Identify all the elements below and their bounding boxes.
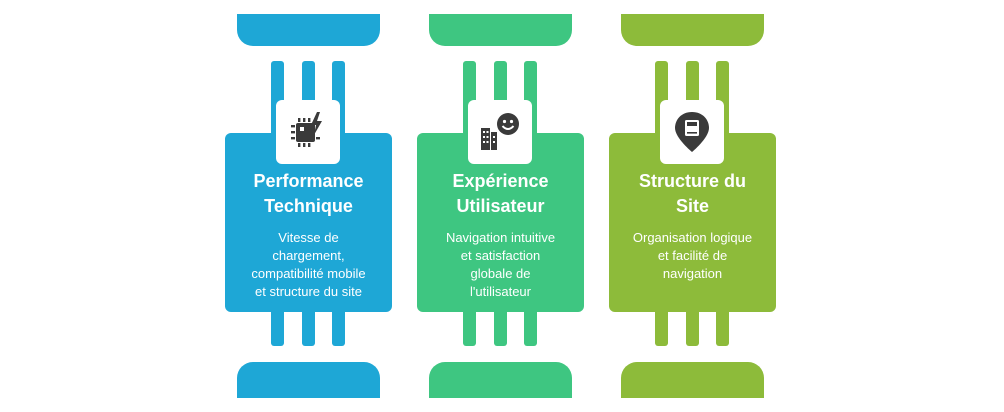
card-title-line: Expérience bbox=[452, 171, 549, 191]
card-desc-line: et structure du site bbox=[255, 284, 362, 299]
connector-bar bbox=[494, 300, 507, 346]
map-pin-book-icon bbox=[675, 112, 709, 152]
connector-bar bbox=[686, 300, 699, 346]
top-cap bbox=[237, 14, 380, 46]
card-desc-line: Organisation logique bbox=[632, 230, 753, 245]
card-title: Structure du Site bbox=[615, 169, 770, 219]
connector-bar bbox=[524, 300, 537, 346]
card-description: Vitesse de chargement, compatibilité mob… bbox=[235, 229, 382, 301]
top-cap bbox=[429, 14, 572, 46]
pillar-structure: Structure du Site Organisation logique e… bbox=[609, 0, 776, 412]
icon-box bbox=[468, 100, 532, 164]
card-title-line: Technique bbox=[264, 196, 353, 216]
card-title-line: Performance bbox=[253, 171, 364, 191]
card-description: Navigation intuitive et satisfaction glo… bbox=[427, 229, 574, 301]
connector-bar bbox=[271, 300, 284, 346]
card-title-line: Site bbox=[675, 196, 709, 216]
card-description: Organisation logique et facilité de navi… bbox=[619, 229, 766, 283]
connector-bar bbox=[332, 300, 345, 346]
bottom-cap bbox=[429, 362, 572, 398]
card-desc-line: compatibilité mobile bbox=[251, 266, 366, 281]
card-desc-line: chargement, bbox=[272, 248, 345, 263]
connector-bar bbox=[655, 300, 668, 346]
card-desc-line: navigation bbox=[662, 266, 723, 281]
card-desc-line: Navigation intuitive bbox=[445, 230, 556, 245]
building-smiley-icon bbox=[481, 113, 519, 150]
card-title: Performance Technique bbox=[231, 169, 386, 219]
pillar-experience: Expérience Utilisateur Navigation intuit… bbox=[417, 0, 584, 412]
card-title: Expérience Utilisateur bbox=[423, 169, 578, 219]
card-desc-line: Vitesse de bbox=[278, 230, 339, 245]
card-desc-line: et facilité de bbox=[657, 248, 728, 263]
icon-box bbox=[276, 100, 340, 164]
connector-bar bbox=[716, 300, 729, 346]
card-desc-line: et satisfaction bbox=[460, 248, 541, 263]
icon-box bbox=[660, 100, 724, 164]
bottom-cap bbox=[237, 362, 380, 398]
pillar-performance: Performance Technique Vitesse de chargem… bbox=[225, 0, 392, 412]
connector-bar bbox=[302, 300, 315, 346]
chip-lightning-icon bbox=[291, 112, 322, 147]
bottom-cap bbox=[621, 362, 764, 398]
card-desc-line: globale de bbox=[470, 266, 531, 281]
top-cap bbox=[621, 14, 764, 46]
card-desc-line: l'utilisateur bbox=[469, 284, 531, 299]
card-title-line: Structure du bbox=[638, 171, 746, 191]
connector-bar bbox=[463, 300, 476, 346]
card-title-line: Utilisateur bbox=[456, 196, 545, 216]
